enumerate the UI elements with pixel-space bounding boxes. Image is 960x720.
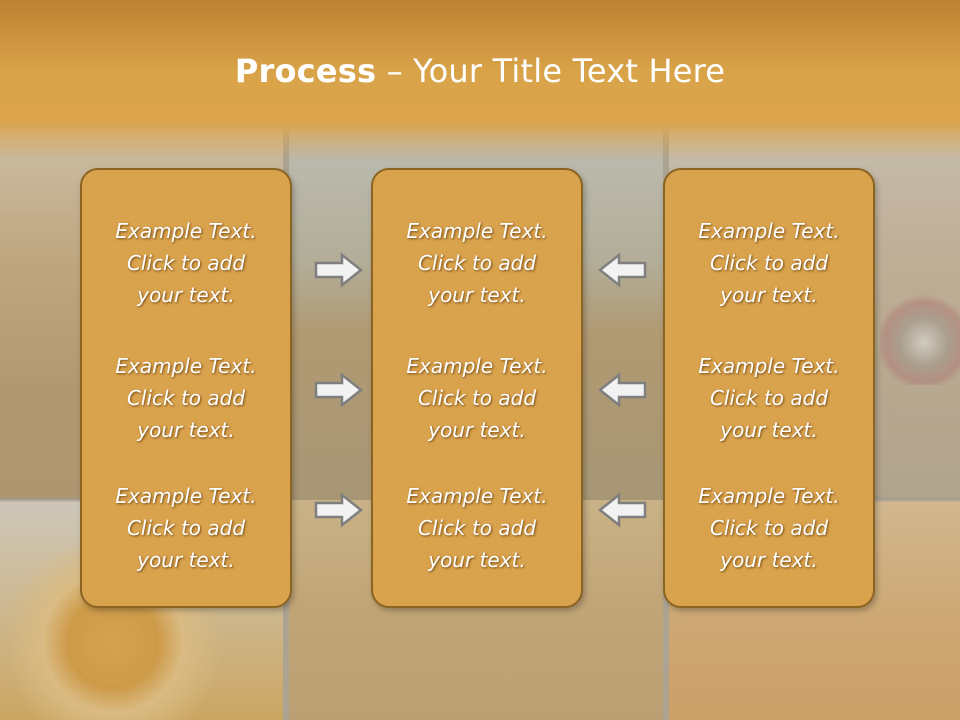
- text-line: Click to add: [126, 386, 246, 410]
- text-line: your text.: [428, 418, 526, 442]
- arrow-left-icon[interactable]: [597, 372, 647, 408]
- text-line: Example Text.: [698, 354, 840, 378]
- text-line: Example Text.: [406, 354, 548, 378]
- text-line: your text.: [720, 548, 818, 572]
- text-line: Click to add: [709, 251, 829, 275]
- slide-title[interactable]: Process – Your Title Text Here: [0, 52, 960, 90]
- harvester-wheel-decoration: [880, 290, 960, 385]
- text-placeholder[interactable]: Example Text. Click to add your text.: [665, 215, 873, 311]
- text-placeholder[interactable]: Example Text. Click to add your text.: [82, 480, 290, 576]
- arrow-right-icon[interactable]: [314, 372, 364, 408]
- text-line: your text.: [137, 418, 235, 442]
- text-line: Example Text.: [115, 219, 257, 243]
- text-placeholder[interactable]: Example Text. Click to add your text.: [82, 350, 290, 446]
- text-line: Click to add: [417, 516, 537, 540]
- title-rest: – Your Title Text Here: [376, 52, 726, 90]
- text-line: Example Text.: [406, 219, 548, 243]
- process-box-left[interactable]: Example Text. Click to add your text. Ex…: [80, 168, 292, 608]
- text-line: your text.: [428, 283, 526, 307]
- text-line: your text.: [137, 283, 235, 307]
- text-line: your text.: [720, 418, 818, 442]
- text-line: Click to add: [417, 386, 537, 410]
- arrow-right-icon[interactable]: [314, 252, 364, 288]
- text-placeholder[interactable]: Example Text. Click to add your text.: [665, 350, 873, 446]
- text-line: Example Text.: [698, 484, 840, 508]
- title-bar: [0, 0, 960, 160]
- text-line: Example Text.: [406, 484, 548, 508]
- text-placeholder[interactable]: Example Text. Click to add your text.: [82, 215, 290, 311]
- text-line: Example Text.: [115, 354, 257, 378]
- text-line: Click to add: [126, 516, 246, 540]
- text-line: Click to add: [417, 251, 537, 275]
- text-line: Click to add: [709, 386, 829, 410]
- text-line: your text.: [137, 548, 235, 572]
- text-line: your text.: [428, 548, 526, 572]
- arrow-left-icon[interactable]: [597, 492, 647, 528]
- text-placeholder[interactable]: Example Text. Click to add your text.: [665, 480, 873, 576]
- text-line: Click to add: [709, 516, 829, 540]
- text-line: Example Text.: [115, 484, 257, 508]
- text-line: Click to add: [126, 251, 246, 275]
- text-line: your text.: [720, 283, 818, 307]
- title-bold: Process: [234, 52, 377, 90]
- process-box-center[interactable]: Example Text. Click to add your text. Ex…: [371, 168, 583, 608]
- arrow-right-icon[interactable]: [314, 492, 364, 528]
- text-placeholder[interactable]: Example Text. Click to add your text.: [373, 480, 581, 576]
- text-placeholder[interactable]: Example Text. Click to add your text.: [373, 350, 581, 446]
- arrow-left-icon[interactable]: [597, 252, 647, 288]
- text-line: Example Text.: [698, 219, 840, 243]
- text-placeholder[interactable]: Example Text. Click to add your text.: [373, 215, 581, 311]
- process-box-right[interactable]: Example Text. Click to add your text. Ex…: [663, 168, 875, 608]
